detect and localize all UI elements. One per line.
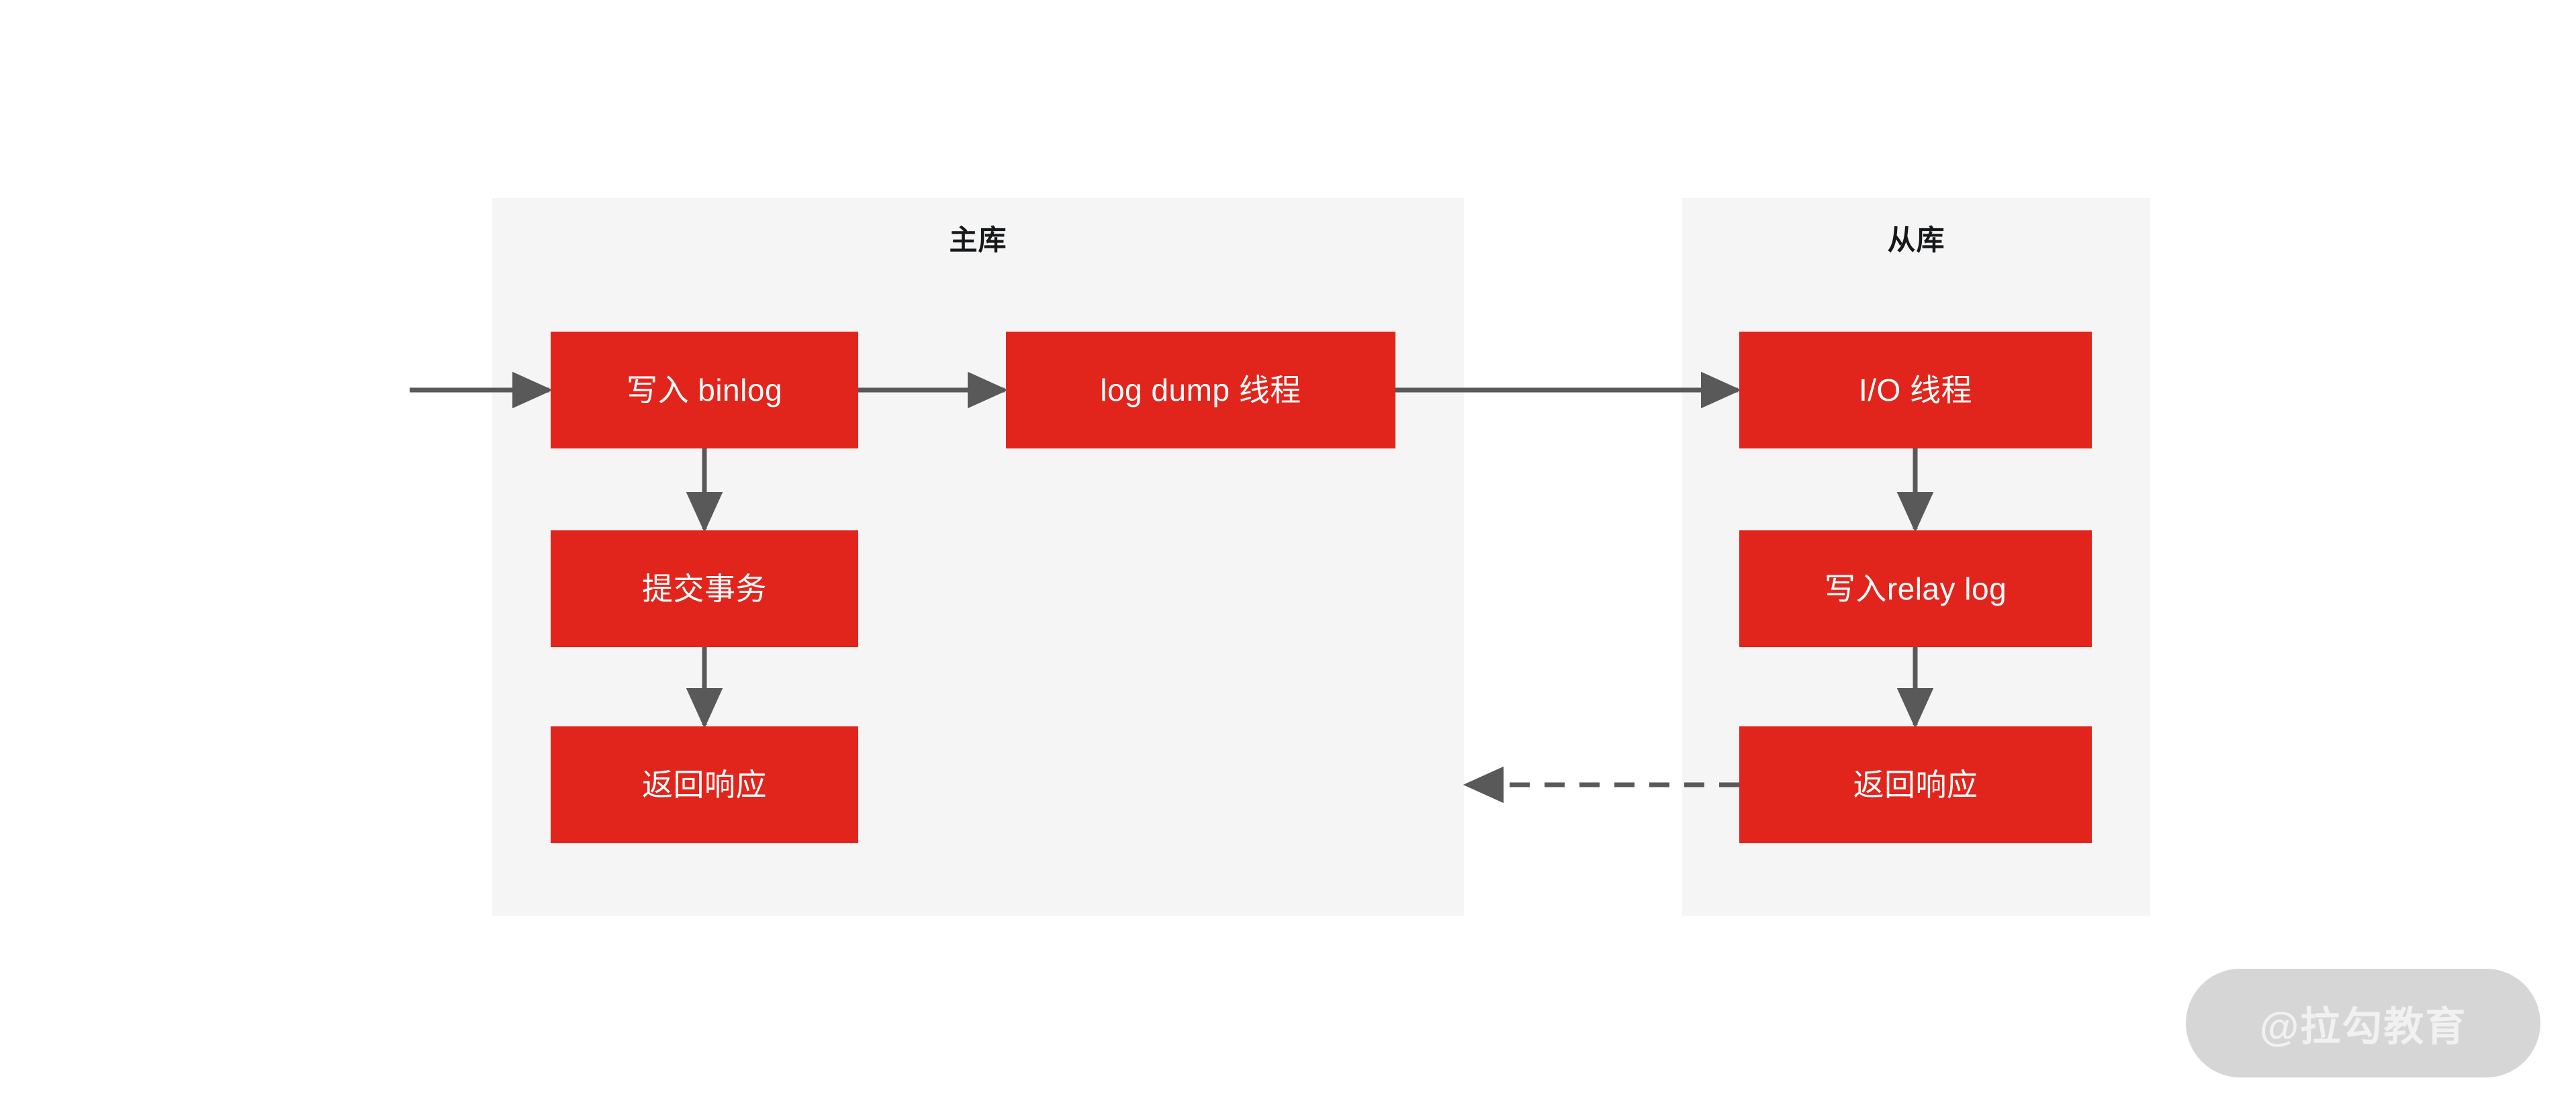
node-commit-transaction[interactable]: 提交事务 (551, 530, 858, 647)
node-io-thread[interactable]: I/O 线程 (1739, 332, 2092, 448)
node-write-binlog-label: 写入 binlog (626, 373, 783, 407)
node-master-return-response[interactable]: 返回响应 (551, 726, 858, 843)
node-slave-return-response[interactable]: 返回响应 (1739, 726, 2092, 843)
panel-slave-title: 从库 (1887, 224, 1945, 256)
panel-master-title: 主库 (949, 224, 1007, 256)
watermark-text: @拉勾教育 (2259, 1004, 2467, 1049)
node-io-thread-label: I/O 线程 (1858, 373, 1973, 407)
node-write-binlog[interactable]: 写入 binlog (551, 332, 858, 448)
node-log-dump-thread-label: log dump 线程 (1100, 373, 1301, 407)
node-master-return-response-label: 返回响应 (642, 767, 767, 802)
node-write-relay-log-label: 写入relay log (1824, 571, 2007, 606)
node-commit-transaction-label: 提交事务 (642, 571, 767, 606)
watermark-badge: @拉勾教育 (2186, 969, 2540, 1077)
node-write-relay-log[interactable]: 写入relay log (1739, 530, 2092, 647)
node-slave-return-response-label: 返回响应 (1853, 767, 1978, 802)
node-log-dump-thread[interactable]: log dump 线程 (1006, 332, 1395, 448)
